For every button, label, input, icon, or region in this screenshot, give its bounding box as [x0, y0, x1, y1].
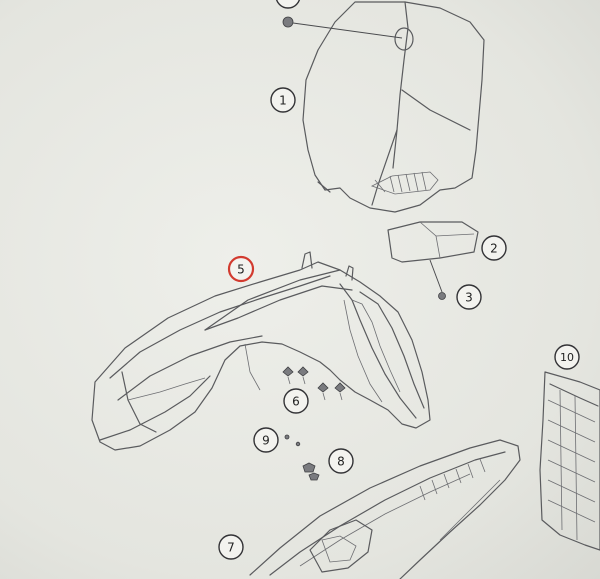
callout-10-ring [554, 344, 580, 370]
callout-4-ring [275, 0, 301, 9]
callout-5-ring [227, 255, 255, 283]
callout-7-label: 7 [227, 541, 235, 555]
callout-2-label: 2 [490, 242, 498, 256]
callout-3[interactable]: 3 [456, 284, 482, 310]
callout-5-label: 5 [237, 263, 245, 277]
number-plate-part [302, 1, 485, 213]
callout-10-label: 10 [560, 351, 574, 364]
callout-1-label: 1 [279, 94, 287, 108]
callout-8-ring [328, 448, 354, 474]
callout-9-label: 9 [262, 434, 270, 448]
fender-screws-part [282, 366, 346, 401]
callout-3-label: 3 [465, 291, 473, 305]
clip-part [302, 462, 320, 481]
callout-4-label: 4 [284, 0, 292, 3]
small-screw-part [284, 434, 301, 447]
callout-3-ring [456, 284, 482, 310]
screw-part [429, 259, 446, 300]
callout-10[interactable]: 10 [554, 344, 580, 370]
callout-7-ring [218, 534, 244, 560]
bolt-part [282, 16, 403, 39]
callout-2-ring [481, 235, 507, 261]
side-guard-part [539, 371, 600, 551]
callout-2[interactable]: 2 [481, 235, 507, 261]
callout-1-ring [270, 87, 296, 113]
callout-1[interactable]: 1 [270, 87, 296, 113]
callout-9-ring [253, 427, 279, 453]
callout-4[interactable]: 4 [275, 0, 301, 9]
callout-8-label: 8 [337, 455, 345, 469]
callout-9[interactable]: 9 [253, 427, 279, 453]
callout-5[interactable]: 5 [227, 255, 255, 283]
callout-7[interactable]: 7 [218, 534, 244, 560]
fork-guard-part [249, 439, 521, 579]
bracket-part [387, 221, 479, 263]
front-fender-part [91, 251, 431, 451]
callout-6-label: 6 [292, 395, 300, 409]
callout-8[interactable]: 8 [328, 448, 354, 474]
callout-6-ring [283, 388, 309, 414]
callout-6[interactable]: 6 [283, 388, 309, 414]
